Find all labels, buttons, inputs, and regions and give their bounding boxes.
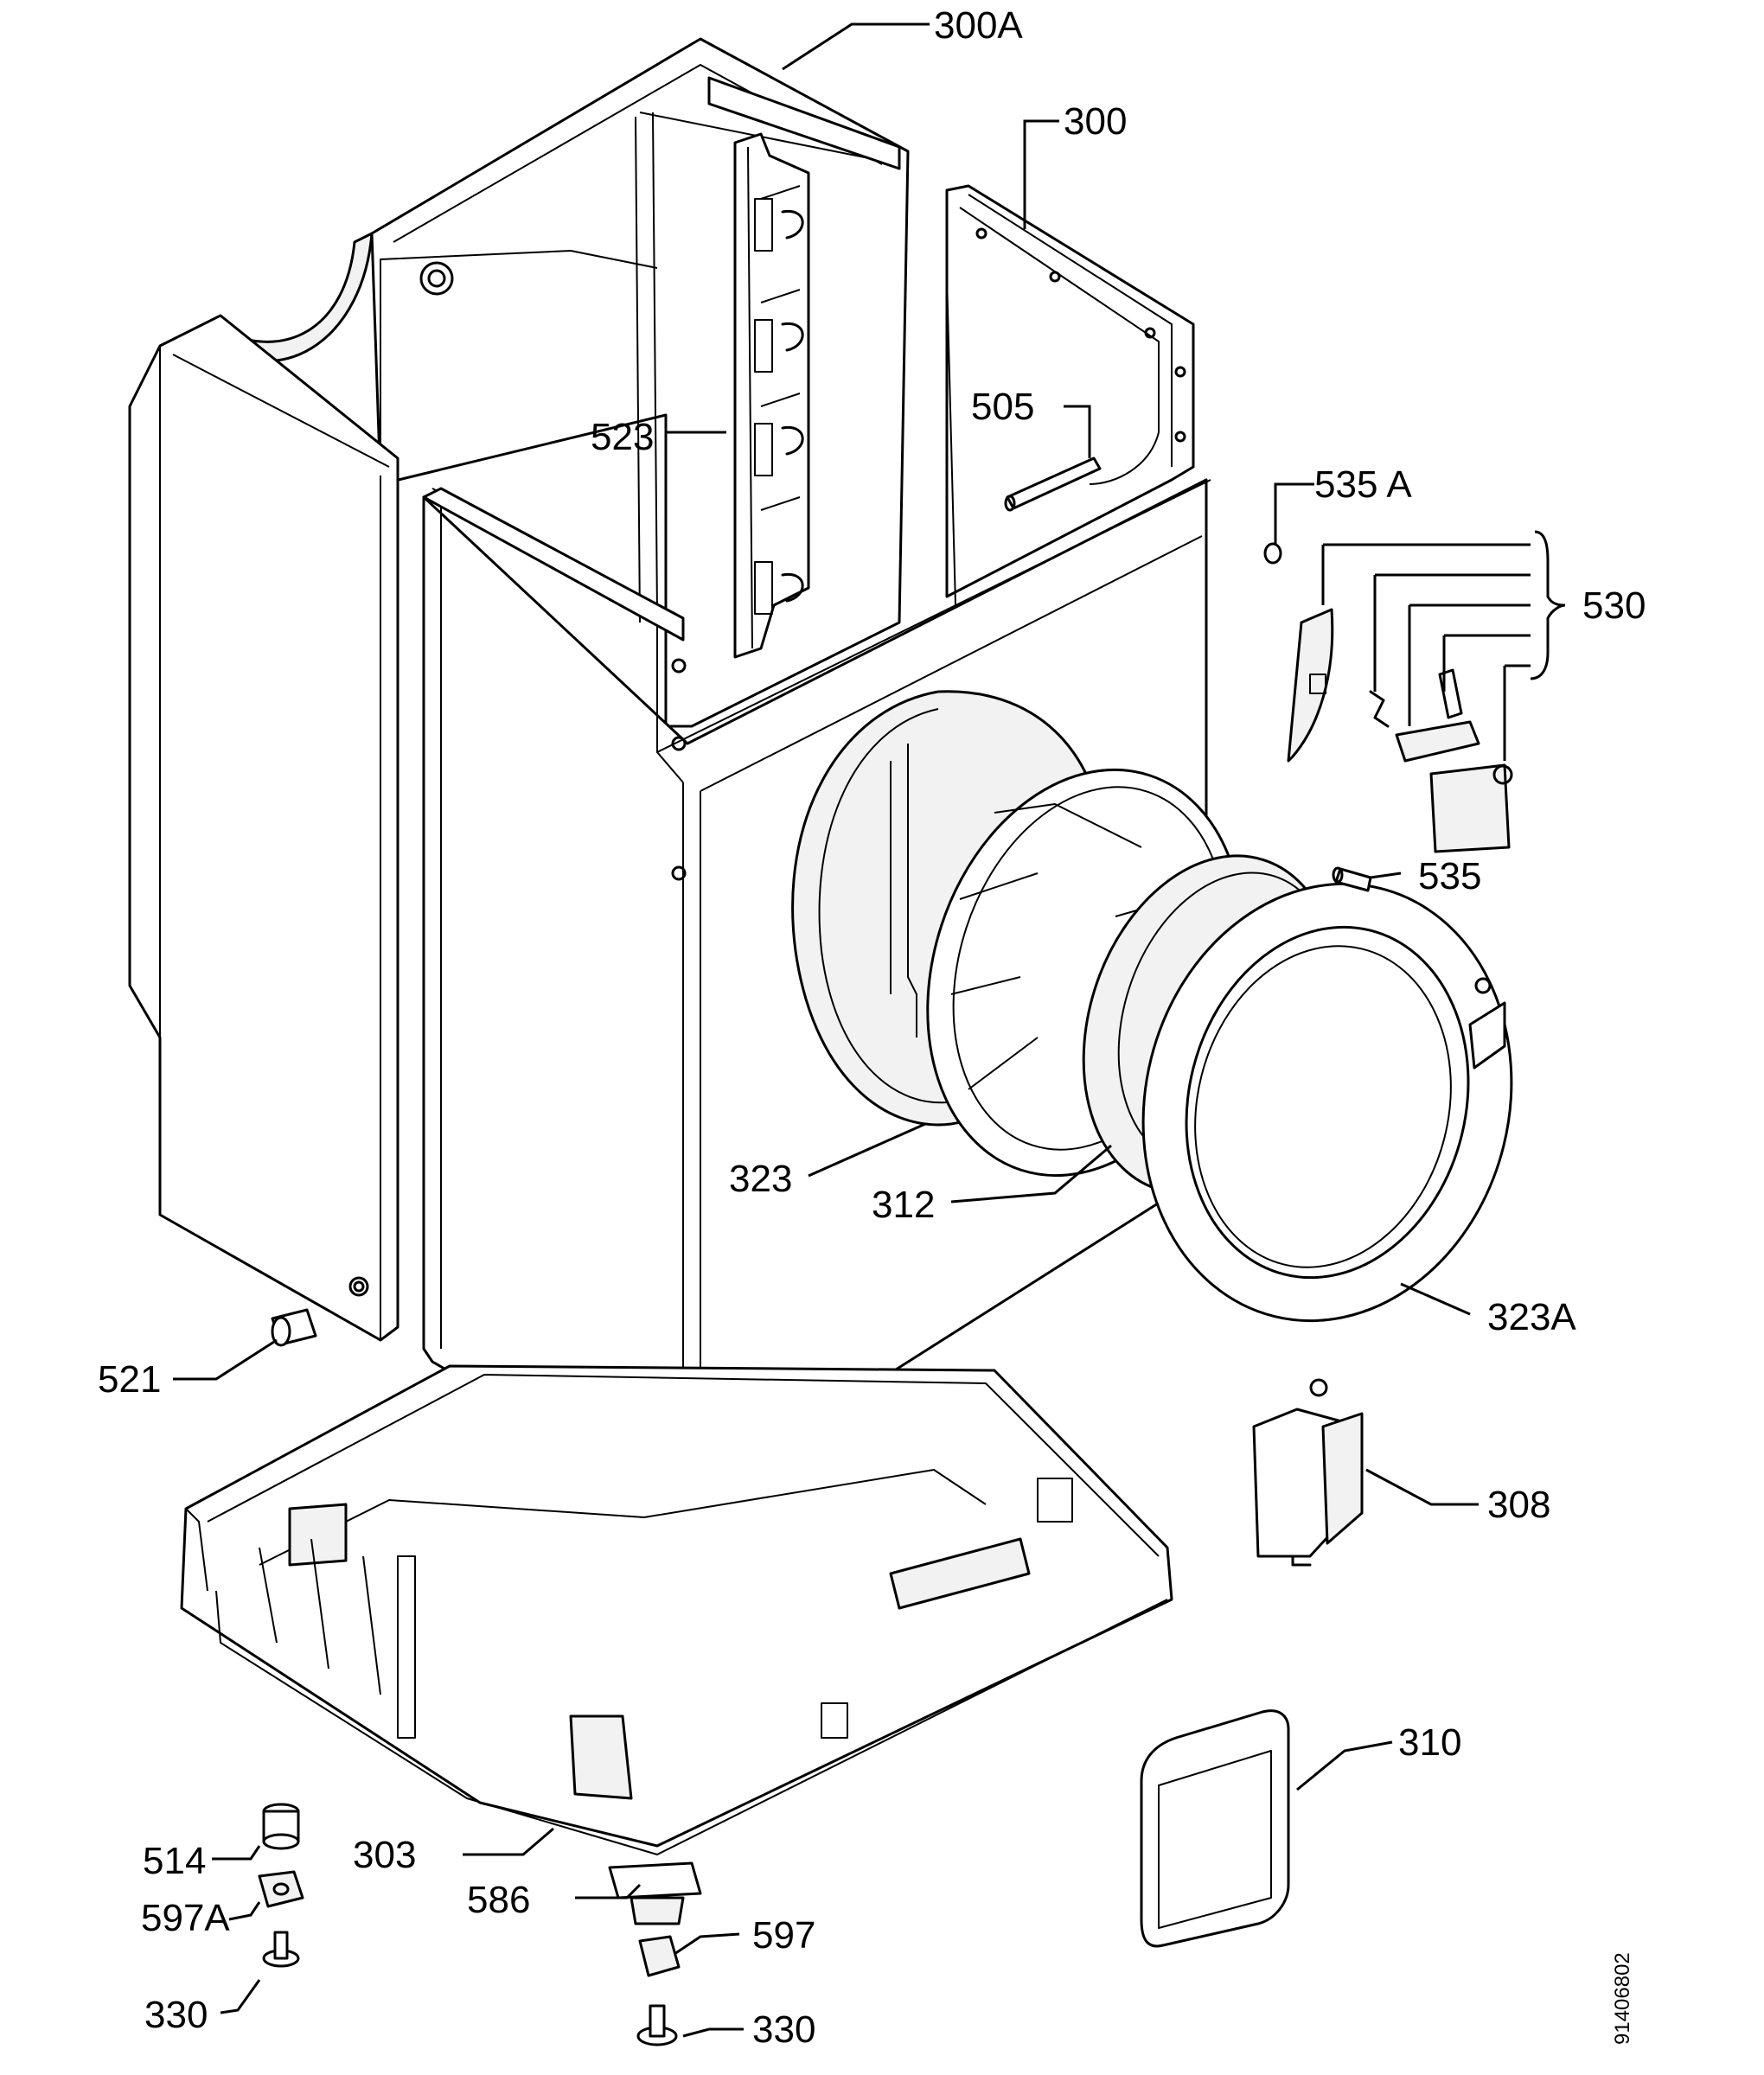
leader-lines [173, 22, 1566, 2038]
label-530: 530 [1582, 584, 1646, 627]
label-597A: 597A [141, 1897, 230, 1939]
right-side-panel [945, 184, 1195, 606]
label-505: 505 [971, 386, 1034, 428]
nut-597A [258, 1870, 304, 1908]
label-597: 597 [752, 1914, 815, 1957]
label-514: 514 [143, 1840, 206, 1882]
label-312: 312 [872, 1184, 935, 1226]
foot-586 [608, 1861, 702, 1925]
door-ring-323A [1141, 882, 1513, 1323]
hinge-308 [1252, 1378, 1364, 1567]
screw-521 [271, 1308, 317, 1347]
label-310: 310 [1398, 1721, 1461, 1764]
rod-505 [1004, 456, 1102, 512]
label-586: 586 [467, 1879, 530, 1921]
base-frame-303 [180, 1364, 1173, 1855]
label-535: 535 [1418, 855, 1481, 897]
inner-bracket-523 [733, 132, 810, 659]
label-300: 300 [1064, 100, 1127, 143]
pin-535 [1332, 866, 1372, 892]
label-330-left: 330 [144, 1994, 208, 2036]
label-308: 308 [1487, 1484, 1550, 1526]
hinge-assembly-530 [1263, 542, 1513, 853]
label-323: 323 [729, 1158, 792, 1200]
screw-330-left [262, 1931, 300, 1968]
label-303: 303 [353, 1834, 416, 1876]
label-330-bottom: 330 [752, 2008, 815, 2051]
label-323A: 323A [1487, 1296, 1576, 1338]
nut-597 [638, 1935, 681, 1977]
screw-330-bottom [636, 2004, 678, 2046]
document-number: 91406802 [1611, 1952, 1634, 2045]
label-523: 523 [591, 416, 654, 458]
foot-514 [262, 1803, 300, 1850]
left-side-panel [128, 314, 399, 1342]
flap-310 [1140, 1709, 1290, 1948]
label-521: 521 [98, 1358, 161, 1401]
label-300A: 300A [934, 4, 1023, 47]
